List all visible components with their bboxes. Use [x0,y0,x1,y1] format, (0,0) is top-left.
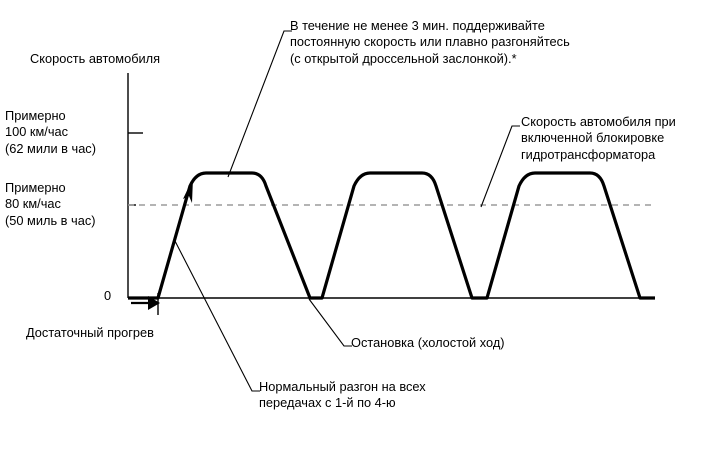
leader-line-stop-idle [308,298,352,347]
y-axis-title: Скорость автомобиля [30,51,161,66]
leader-line-normal-accel [174,240,260,392]
annotation-lockup-speed: Скорость автомобиля при включенной блоки… [521,114,676,162]
leader-line-lockup-speed [480,125,520,208]
annotation-sufficient-warmup: Достаточный прогрев [26,325,154,340]
origin-zero-label: 0 [104,288,112,303]
annotation-stop-idle: Остановка (холостой ход) [351,335,505,350]
tick-label-80kmh: Примерно 80 км/час (50 миль в час) [5,180,96,228]
warmup-arrow-head-icon [148,296,160,310]
annotation-normal-acceleration: Нормальный разгон на всех передачах с 1-… [259,379,426,411]
speed-curve-path [128,171,655,300]
annotation-steady-speed: В течение не менее 3 мин. поддерживайте … [290,18,570,66]
tick-label-100kmh: Примерно 100 км/час (62 мили в час) [5,108,96,156]
acceleration-arrow-icon [183,178,193,203]
leader-line-steady-speed [227,30,292,178]
